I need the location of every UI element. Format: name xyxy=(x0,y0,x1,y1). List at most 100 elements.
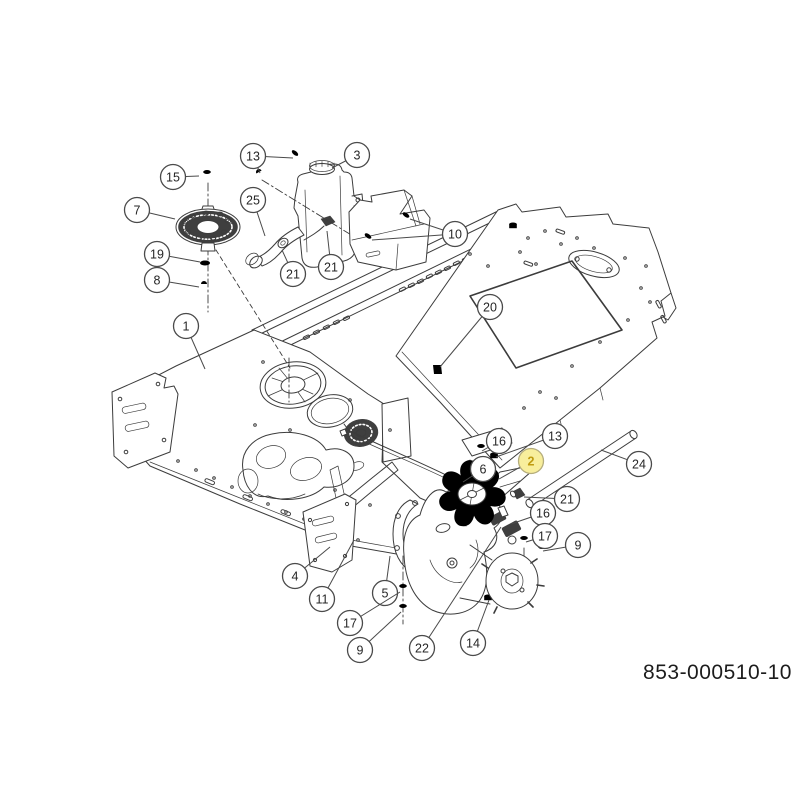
callout-label: 6 xyxy=(480,462,487,476)
callout-1[interactable]: 1 xyxy=(172,312,206,370)
callout-label: 11 xyxy=(316,592,329,606)
callout-20[interactable]: 20 xyxy=(439,293,504,368)
callout-label: 17 xyxy=(343,616,357,630)
callout-bubble xyxy=(531,522,559,550)
transmission-fan-art xyxy=(436,456,521,530)
callout-bubble xyxy=(159,163,187,191)
callout-bubble xyxy=(343,141,371,169)
callout-17[interactable]: 17 xyxy=(525,522,559,550)
callout-bubble xyxy=(308,585,336,613)
callout-21[interactable]: 21 xyxy=(279,249,307,288)
callout-label: 21 xyxy=(286,267,300,281)
callout-label: 15 xyxy=(166,170,180,184)
deck-oval-opening-art xyxy=(306,394,354,428)
axle-tube-art xyxy=(509,429,638,509)
callout-label: 8 xyxy=(154,273,161,287)
callout-label: 24 xyxy=(632,457,646,471)
part-number: 853-000510-10 xyxy=(643,661,792,684)
callout-label: 19 xyxy=(150,247,164,261)
callout-bubble xyxy=(469,455,497,483)
callout-14[interactable]: 14 xyxy=(459,599,490,657)
callout-label: 22 xyxy=(415,641,429,655)
callout-label: 20 xyxy=(483,300,497,314)
callout-label: 21 xyxy=(324,260,338,274)
callout-21[interactable]: 21 xyxy=(317,230,345,281)
callout-9[interactable]: 9 xyxy=(346,611,402,664)
callout-bubble xyxy=(517,447,545,475)
callout-label: 25 xyxy=(246,193,260,207)
callout-bubble xyxy=(239,142,267,170)
leader-line xyxy=(371,233,456,241)
callout-label: 9 xyxy=(575,538,582,552)
callout-15[interactable]: 15 xyxy=(159,163,200,191)
callout-label: 10 xyxy=(448,227,462,241)
callout-bubble xyxy=(143,266,171,294)
callout-bubble xyxy=(408,634,436,662)
callout-bubble xyxy=(346,636,374,664)
leader-line xyxy=(421,526,502,649)
callout-label: 21 xyxy=(560,492,574,506)
rear-frame-plate-art xyxy=(395,203,677,469)
callout-bubble xyxy=(281,562,309,590)
callout-label: 13 xyxy=(548,429,562,443)
callout-bubble xyxy=(553,485,581,513)
callout-22[interactable]: 22 xyxy=(408,526,502,662)
callout-10[interactable]: 10 xyxy=(371,218,469,248)
hose-art xyxy=(245,226,305,269)
wheel-hub-art xyxy=(481,552,545,614)
callout-label: 2 xyxy=(528,454,535,468)
deck-fan-art xyxy=(259,357,327,409)
callout-4[interactable]: 4 xyxy=(281,546,331,590)
callout-bubble xyxy=(172,312,200,340)
callout-16[interactable]: 16 xyxy=(481,427,513,455)
callout-25[interactable]: 25 xyxy=(239,186,267,237)
callout-label: 13 xyxy=(246,149,260,163)
callout-7[interactable]: 7 xyxy=(123,196,176,224)
callout-label: 16 xyxy=(536,506,550,520)
callout-label: 5 xyxy=(382,586,389,600)
callout-bubble xyxy=(239,186,267,214)
callout-2[interactable]: 2 xyxy=(498,447,545,480)
callout-bubble xyxy=(441,220,469,248)
callout-label: 1 xyxy=(183,319,190,333)
callout-label: 7 xyxy=(134,203,141,217)
callout-6[interactable]: 6 xyxy=(462,455,497,483)
callout-bubble xyxy=(317,253,345,281)
callout-17[interactable]: 17 xyxy=(336,591,401,637)
callout-bubble xyxy=(336,609,364,637)
callout-bubble xyxy=(625,450,653,478)
callout-label: 4 xyxy=(292,569,299,583)
callout-16[interactable]: 16 xyxy=(510,499,557,527)
callout-bubble xyxy=(541,422,569,450)
mounting-bracket-art xyxy=(254,149,431,271)
callout-bubble xyxy=(564,531,592,559)
center-bracket-art xyxy=(302,461,399,573)
reservoir-tank-art xyxy=(293,160,364,268)
callout-label: 17 xyxy=(538,529,552,543)
callout-19[interactable]: 19 xyxy=(143,240,201,268)
callout-11[interactable]: 11 xyxy=(308,539,355,613)
callout-label: 3 xyxy=(354,148,361,162)
callout-label: 14 xyxy=(466,636,480,650)
callout-3[interactable]: 3 xyxy=(331,141,371,169)
callout-13[interactable]: 13 xyxy=(495,422,569,458)
callout-5[interactable]: 5 xyxy=(371,555,399,607)
callout-bubble xyxy=(459,629,487,657)
callout-bubble xyxy=(123,196,151,224)
callout-bubble xyxy=(279,260,307,288)
callout-label: 9 xyxy=(357,643,364,657)
callout-21[interactable]: 21 xyxy=(523,485,581,513)
callout-24[interactable]: 24 xyxy=(600,449,653,478)
callout-bubble xyxy=(143,240,171,268)
front-left-bracket-art xyxy=(111,372,179,469)
callout-8[interactable]: 8 xyxy=(143,266,200,294)
callout-13[interactable]: 13 xyxy=(239,142,294,174)
callout-bubble xyxy=(476,293,504,321)
callout-label: 16 xyxy=(492,434,506,448)
belt-cover-art xyxy=(237,431,355,500)
callout-bubble xyxy=(485,427,513,455)
callout-9[interactable]: 9 xyxy=(542,531,592,559)
